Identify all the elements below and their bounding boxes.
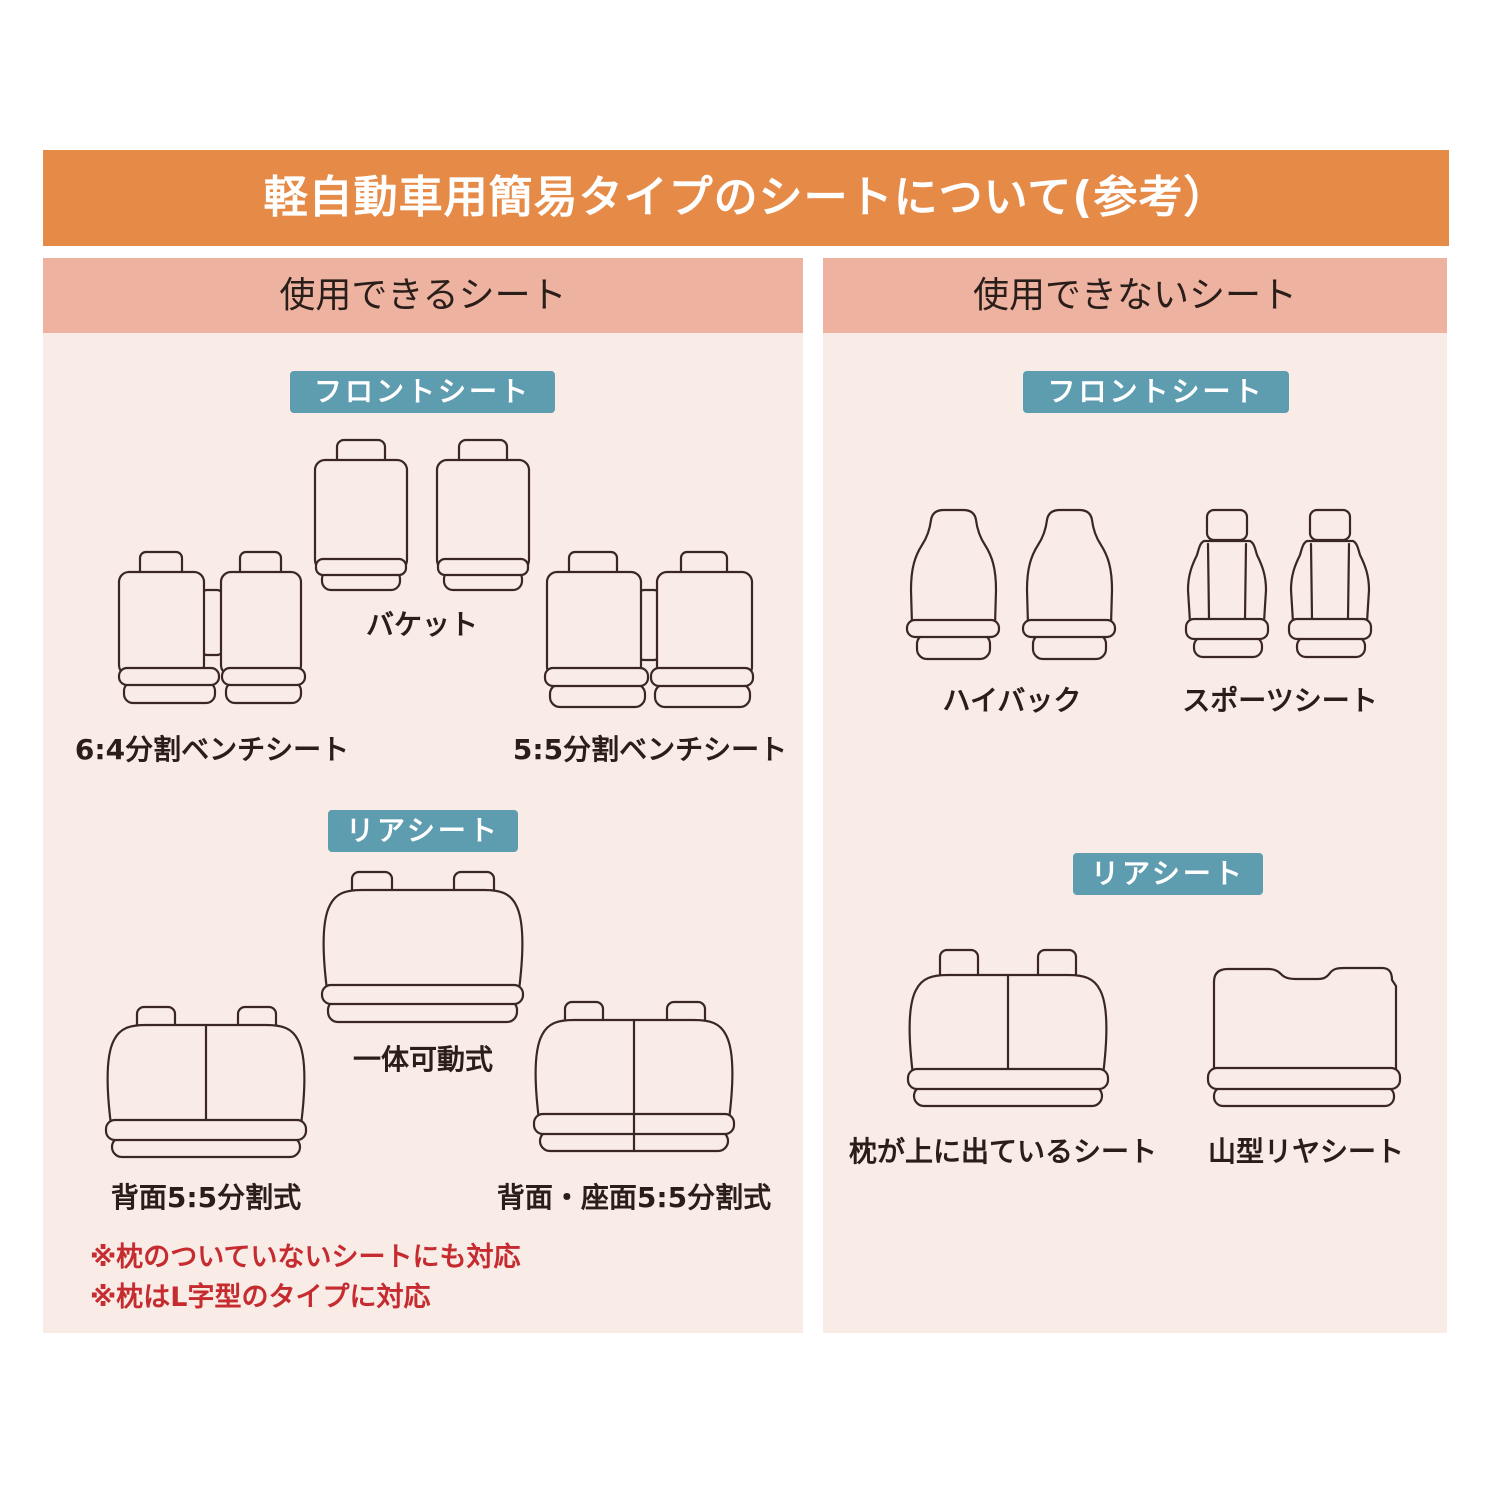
usable-front-seat-badge: フロントシート	[290, 371, 555, 413]
usable-seats-heading: 使用できるシート	[279, 274, 567, 316]
unusable-seats-header: 使用できないシート	[823, 258, 1447, 333]
raised-headrest-rear-label: 枕が上に出ているシート	[848, 1135, 1158, 1168]
one-piece-rear-label: 一体可動式	[352, 1043, 494, 1076]
mountain-rear-label: 山型リヤシート	[1207, 1135, 1405, 1168]
bench-6-4-label: 6:4分割ベンチシート	[74, 733, 350, 766]
title-banner: 軽自動車用簡易タイプのシートについて(参考）	[43, 150, 1449, 246]
usable-seats-panel: 使用できるシート フロントシート バケット 6:4分割ベンチシート 5:5分割ベ…	[43, 258, 803, 1333]
unusable-front-seat-badge: フロントシート	[1023, 371, 1289, 413]
unusable-rear-seat-badge: リアシート	[1073, 853, 1263, 895]
unusable-seats-heading: 使用できないシート	[972, 274, 1297, 316]
unusable-seats-panel: 使用できないシート フロントシート ハイバック スポーツシート リアシート 枕が…	[823, 258, 1447, 1333]
usable-seats-header: 使用できるシート	[43, 258, 803, 333]
badge-label: フロントシート	[1047, 375, 1265, 408]
badge-label: リアシート	[1091, 857, 1245, 890]
note-no-headrest: ※枕のついていないシートにも対応	[90, 1242, 521, 1273]
split-back-rear-label: 背面5:5分割式	[110, 1181, 302, 1214]
badge-label: リアシート	[346, 814, 500, 847]
bench-5-5-label: 5:5分割ベンチシート	[512, 733, 788, 766]
sports-seat-label: スポーツシート	[1182, 684, 1378, 717]
page-title: 軽自動車用簡易タイプのシートについて(参考）	[263, 172, 1229, 223]
split-back-cushion-rear-label: 背面・座面5:5分割式	[496, 1181, 772, 1214]
badge-label: フロントシート	[313, 375, 531, 408]
note-l-shaped-headrest: ※枕はL字型のタイプに対応	[90, 1282, 431, 1313]
high-back-label: ハイバック	[942, 684, 1082, 717]
bucket-seat-label: バケット	[365, 608, 479, 641]
usable-rear-seat-badge: リアシート	[328, 810, 518, 852]
